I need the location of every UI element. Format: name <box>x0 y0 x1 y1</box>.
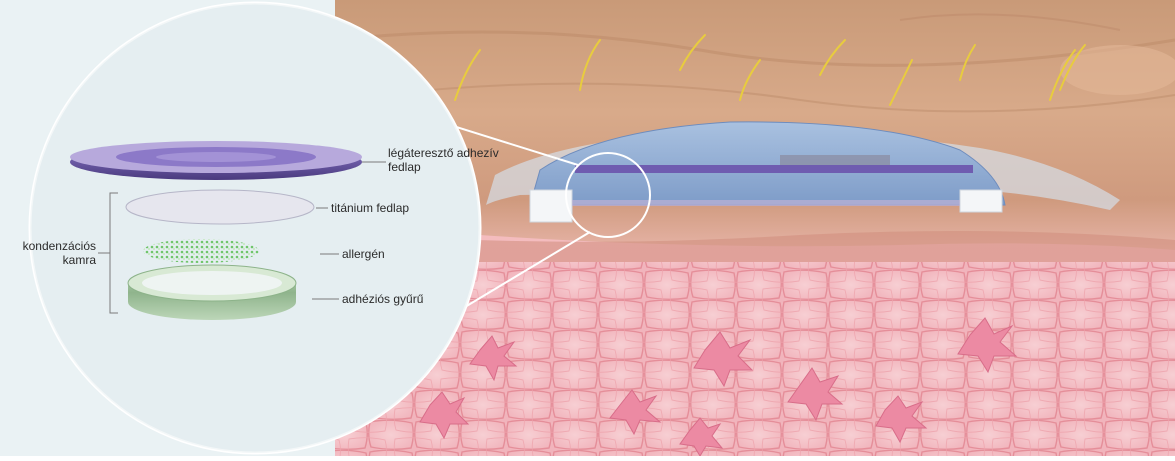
breathable-cover <box>70 141 362 180</box>
label-breathable-cover: légáteresztő adhezív fedlap <box>388 146 508 174</box>
label-condensation-chamber: kondenzációs kamra <box>14 239 96 267</box>
adhesive-ring <box>128 265 296 320</box>
titanium-cover <box>126 190 314 224</box>
label-adhesive-ring: adhéziós gyűrű <box>342 292 423 306</box>
allergen-layer <box>143 239 259 263</box>
label-allergen: allergén <box>342 247 385 261</box>
label-titanium-cover: titánium fedlap <box>331 201 409 215</box>
patch-purple-layer <box>575 165 973 173</box>
patch-ring-right <box>960 190 1002 212</box>
